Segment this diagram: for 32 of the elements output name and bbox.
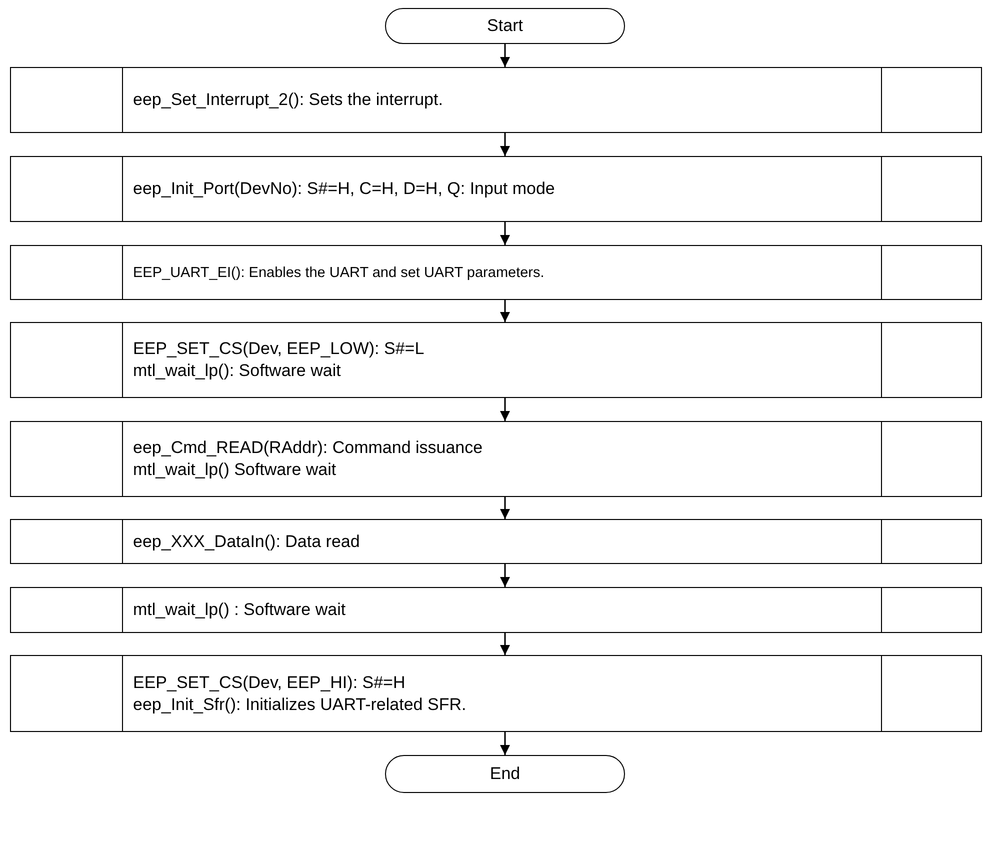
process-box	[10, 421, 982, 497]
arrow	[500, 633, 510, 655]
arrow	[500, 222, 510, 245]
arrow	[500, 732, 510, 755]
process-text: eep_Init_Sfr(): Initializes UART-related SFR.	[133, 694, 466, 716]
process-text: mtl_wait_lp() Software wait	[133, 459, 336, 481]
process-text: mtl_wait_lp() : Software wait	[133, 599, 346, 621]
arrow	[500, 398, 510, 421]
process-text: mtl_wait_lp(): Software wait	[133, 360, 341, 382]
process-box	[10, 245, 982, 300]
process-text: EEP_SET_CS(Dev, EEP_LOW): S#=L	[133, 338, 424, 360]
terminal	[385, 8, 625, 44]
process-text: eep_Cmd_READ(RAddr): Command issuance	[133, 437, 483, 459]
process-box	[10, 156, 982, 222]
process-text: eep_Init_Port(DevNo): S#=H, C=H, D=H, Q: Input mode	[133, 178, 555, 200]
terminal-label: Start	[487, 15, 523, 37]
process-box	[10, 655, 982, 732]
process-box	[10, 322, 982, 398]
process-text: eep_Set_Interrupt_2(): Sets the interrupt.	[133, 89, 443, 111]
arrow	[500, 44, 510, 67]
process-text: EEP_SET_CS(Dev, EEP_HI): S#=H	[133, 672, 406, 694]
arrow	[500, 564, 510, 587]
arrow	[500, 133, 510, 156]
process-box	[10, 519, 982, 564]
arrow	[500, 497, 510, 519]
terminal	[385, 755, 625, 793]
process-text: eep_XXX_DataIn(): Data read	[133, 530, 360, 552]
arrow	[500, 300, 510, 322]
process-box	[10, 587, 982, 633]
process-text: EEP_UART_EI(): Enables the UART and set UART parameters.	[133, 264, 544, 282]
terminal-label: End	[490, 763, 520, 785]
process-box	[10, 67, 982, 133]
